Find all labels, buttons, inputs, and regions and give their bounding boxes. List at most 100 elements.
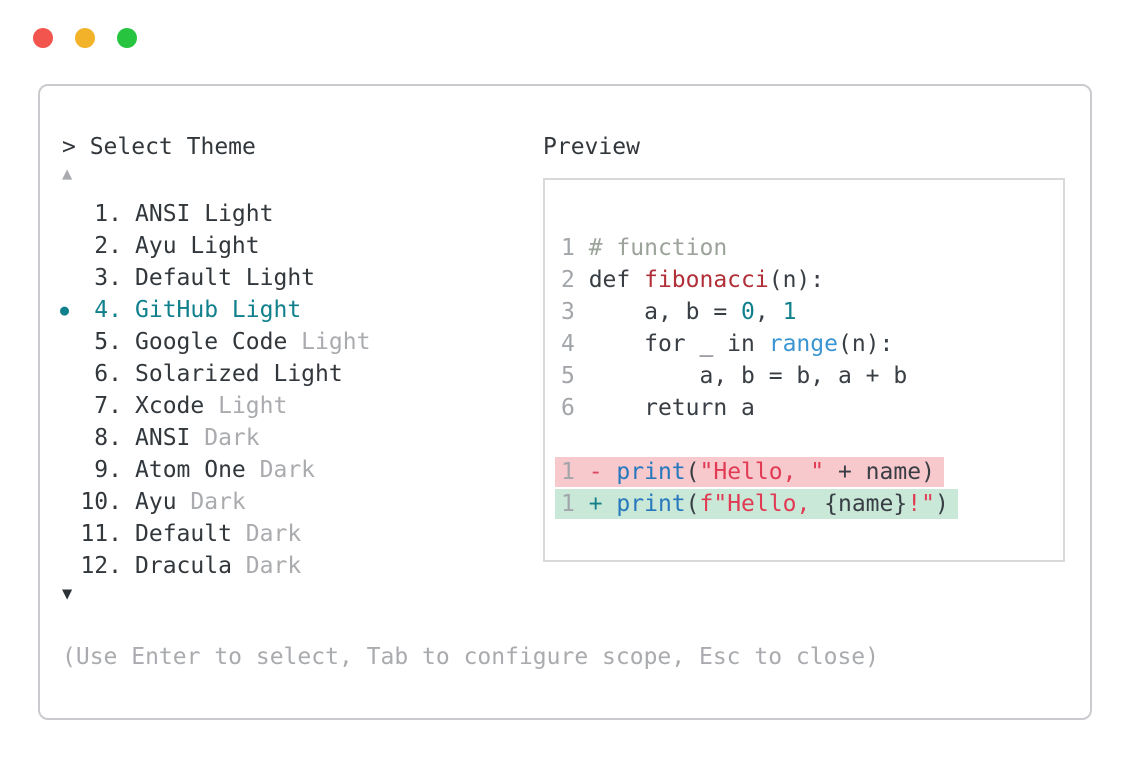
- code-token: for _ in: [588, 331, 769, 357]
- line-number: 5: [561, 363, 589, 389]
- theme-item-ayu[interactable]: 10. Ayu Dark: [60, 486, 370, 518]
- theme-item-name: Default: [135, 521, 232, 547]
- code-token: a, b = b, a + b: [588, 363, 908, 389]
- theme-item-name: Google Code: [135, 329, 288, 355]
- theme-item-name: Dracula: [135, 553, 232, 579]
- diff-line-added: 1 + print(f"Hello, {name}!"): [555, 488, 1063, 520]
- theme-item-number: 5.: [94, 329, 122, 355]
- code-line: 2 def fibonacci(n):: [561, 264, 1063, 296]
- diff-sign-removed-icon: -: [588, 459, 617, 485]
- code-token: a, b =: [588, 299, 742, 325]
- theme-item-variant: Light: [204, 393, 288, 419]
- line-number: 3: [561, 299, 589, 325]
- code-token: 1: [782, 299, 797, 325]
- theme-item-default[interactable]: 11. Default Dark: [60, 518, 370, 550]
- theme-item-number: 10.: [80, 489, 122, 515]
- code-line: 4 for _ in range(n):: [561, 328, 1063, 360]
- code-token: 0: [741, 299, 755, 325]
- scroll-up-icon[interactable]: ▲: [62, 164, 73, 184]
- theme-item-name: Atom One: [135, 457, 246, 483]
- theme-item-number: 1.: [94, 201, 122, 227]
- theme-item-name: ANSI Light: [135, 201, 274, 227]
- line-number: 1: [561, 235, 589, 261]
- code-token: (n):: [837, 331, 894, 357]
- code-token: f"Hello,: [699, 491, 825, 517]
- code-token: {name}: [824, 491, 908, 517]
- selected-bullet-icon: ●: [60, 301, 70, 319]
- code-token: print: [616, 459, 686, 485]
- code-token: range: [768, 331, 838, 357]
- theme-item-variant: Dark: [231, 553, 302, 579]
- code-line: 3 a, b = 0, 1: [561, 296, 1063, 328]
- theme-item-variant: Dark: [245, 457, 316, 483]
- code-token: !": [907, 491, 935, 517]
- line-number: 2: [561, 267, 589, 293]
- theme-item-name: Ayu Light: [135, 233, 260, 259]
- keyboard-hint: (Use Enter to select, Tab to configure s…: [62, 644, 879, 670]
- code-line: 6 return a: [561, 392, 1063, 424]
- theme-item-name: Default Light: [135, 265, 316, 291]
- line-number: 6: [561, 395, 589, 421]
- theme-item-number: 8.: [94, 425, 122, 451]
- theme-item-variant: Dark: [176, 489, 246, 515]
- close-button[interactable]: [33, 28, 53, 48]
- theme-item-xcode[interactable]: 7. Xcode Light: [60, 390, 370, 422]
- preview-title: Preview: [543, 134, 640, 160]
- theme-item-variant: Dark: [190, 425, 260, 451]
- theme-item-name: Ayu: [135, 489, 177, 515]
- scroll-down-icon[interactable]: ▼: [62, 584, 73, 604]
- theme-item-dracula[interactable]: 12. Dracula Dark: [60, 550, 370, 582]
- code-token: print: [616, 491, 686, 517]
- theme-item-ansi[interactable]: 8. ANSI Dark: [60, 422, 370, 454]
- theme-item-default-light[interactable]: 3. Default Light: [60, 262, 370, 294]
- theme-item-number: 11.: [80, 521, 122, 547]
- theme-item-atom-one[interactable]: 9. Atom One Dark: [60, 454, 370, 486]
- code-token: (: [685, 459, 700, 485]
- line-number: 1: [561, 459, 589, 485]
- line-number: 1: [561, 491, 589, 517]
- theme-item-ayu-light[interactable]: 2. Ayu Light: [60, 230, 370, 262]
- theme-item-name: GitHub Light: [135, 297, 302, 323]
- theme-item-google-code[interactable]: 5. Google Code Light: [60, 326, 370, 358]
- code-token: "Hello, ": [699, 459, 825, 485]
- theme-item-github-light[interactable]: ● 4. GitHub Light: [60, 294, 370, 326]
- diff-highlight-removed: 1 - print("Hello, " + name): [555, 457, 944, 487]
- code-token: + name): [824, 459, 935, 485]
- theme-list: 1. ANSI Light 2. Ayu Light 3. Default Light ● 4…: [60, 198, 370, 582]
- minimize-button[interactable]: [75, 28, 95, 48]
- theme-item-number: 3.: [94, 265, 122, 291]
- theme-item-number: 6.: [94, 361, 122, 387]
- theme-item-number: 2.: [94, 233, 122, 259]
- theme-item-number: 4.: [94, 297, 122, 323]
- picker-prompt: > Select Theme: [62, 134, 256, 160]
- code-token: ,: [754, 299, 783, 325]
- code-token: # function: [588, 235, 728, 261]
- diff-sign-added-icon: +: [588, 491, 617, 517]
- window-controls: [33, 28, 137, 48]
- theme-item-solarized-light[interactable]: 6. Solarized Light: [60, 358, 370, 390]
- theme-item-ansi-light[interactable]: 1. ANSI Light: [60, 198, 370, 230]
- theme-item-number: 9.: [94, 457, 122, 483]
- zoom-button[interactable]: [117, 28, 137, 48]
- code-token: fibonacci: [644, 267, 769, 293]
- theme-picker-panel: > Select Theme Preview ▲ 1. ANSI Light 2. A…: [38, 84, 1092, 720]
- code-line: 5 a, b = b, a + b: [561, 360, 1063, 392]
- theme-item-name: ANSI: [135, 425, 191, 451]
- code-token: def: [588, 267, 645, 293]
- code-token: (: [685, 491, 700, 517]
- theme-item-variant: Light: [287, 329, 371, 355]
- theme-item-variant: Dark: [231, 521, 302, 547]
- code-token: ): [934, 491, 949, 517]
- code-token: (n):: [768, 267, 825, 293]
- theme-item-name: Xcode: [135, 393, 205, 419]
- diff-line-removed: 1 - print("Hello, " + name): [555, 456, 1063, 488]
- theme-item-name: Solarized Light: [135, 361, 343, 387]
- code-line: 1 # function: [561, 232, 1063, 264]
- code-token: return a: [588, 395, 755, 421]
- theme-item-number: 7.: [94, 393, 122, 419]
- diff-highlight-added: 1 + print(f"Hello, {name}!"): [555, 489, 958, 519]
- line-number: 4: [561, 331, 589, 357]
- theme-item-number: 12.: [80, 553, 122, 579]
